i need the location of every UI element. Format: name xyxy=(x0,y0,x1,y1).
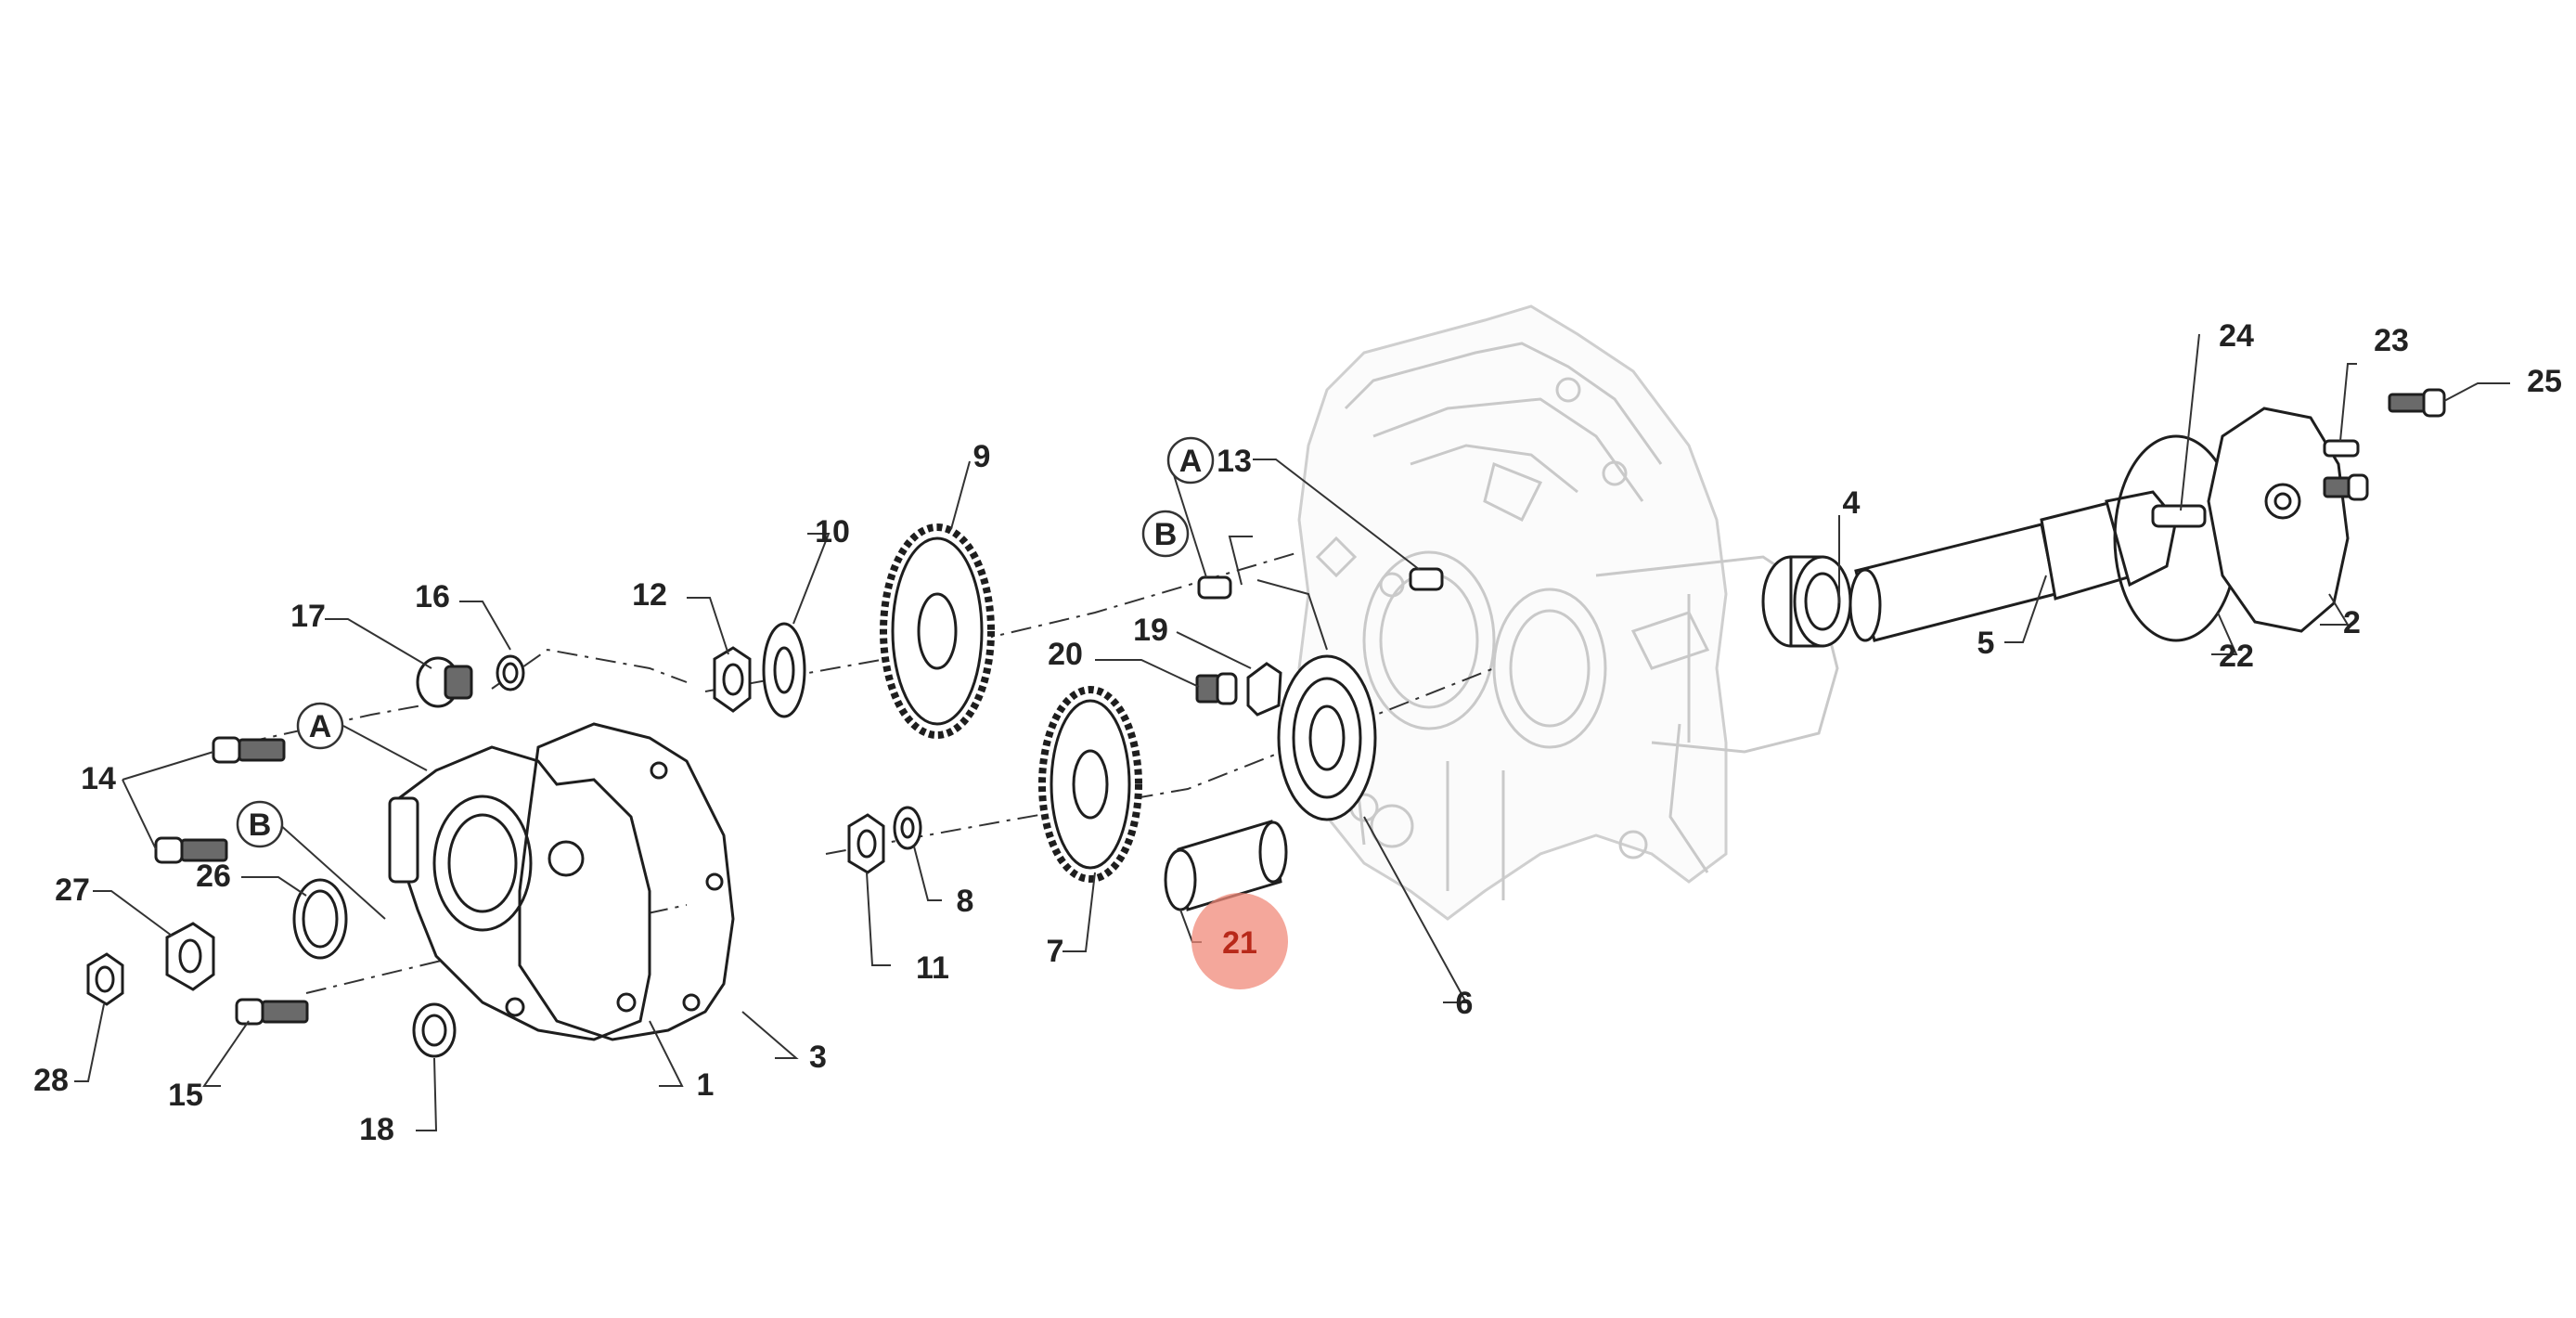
callout-19[interactable]: 19 xyxy=(1133,613,1168,648)
part-18-bushing xyxy=(412,1002,457,1058)
part-6-bearing xyxy=(1277,654,1377,821)
part-15-bolt xyxy=(235,998,309,1026)
callout-5[interactable]: 5 xyxy=(1977,626,1995,661)
callout-17[interactable]: 17 xyxy=(290,599,326,634)
callout-10[interactable]: 10 xyxy=(815,514,850,549)
part-11-nut xyxy=(847,813,885,874)
callout-15[interactable]: 15 xyxy=(168,1078,203,1113)
reference-mark-label: A xyxy=(309,709,332,744)
part-21-sleeve xyxy=(1164,820,1288,911)
callout-11[interactable]: 11 xyxy=(916,950,949,986)
callout-27[interactable]: 27 xyxy=(55,872,90,908)
part-9-gear xyxy=(880,523,995,739)
reference-mark-a-right[interactable]: A xyxy=(1166,436,1215,485)
part-14-bolts xyxy=(154,736,286,864)
part-dowel-b xyxy=(1197,575,1232,600)
reference-mark-b-right[interactable]: B xyxy=(1141,510,1190,558)
callout-16[interactable]: 16 xyxy=(415,579,450,614)
part-19-bracket xyxy=(1246,662,1282,717)
part-10-washer xyxy=(762,622,806,718)
part-17-plug xyxy=(416,656,473,708)
part-25-bolt xyxy=(2388,388,2446,418)
callout-24[interactable]: 24 xyxy=(2219,318,2254,354)
part-cover-bolt xyxy=(2323,473,2369,501)
callout-14[interactable]: 14 xyxy=(81,761,116,796)
part-27-nut xyxy=(165,922,215,991)
ghost-crankcase-housing xyxy=(1297,304,1839,921)
callout-3[interactable]: 3 xyxy=(809,1040,827,1075)
reference-mark-label: B xyxy=(249,808,272,843)
part-12-nut xyxy=(713,646,752,713)
callout-21-highlight xyxy=(1191,893,1288,989)
callout-7[interactable]: 7 xyxy=(1047,934,1064,969)
callout-13[interactable]: 13 xyxy=(1217,444,1252,479)
callout-2[interactable]: 2 xyxy=(2343,605,2361,640)
part-5-shaft xyxy=(1848,490,2178,642)
callout-20[interactable]: 20 xyxy=(1048,637,1083,672)
part-16-washer xyxy=(496,654,525,691)
callout-9[interactable]: 9 xyxy=(973,439,991,474)
part-13-dowel xyxy=(1409,567,1444,591)
callout-28[interactable]: 28 xyxy=(33,1063,69,1098)
part-8-washer xyxy=(893,806,922,850)
part-4-needle-bearing xyxy=(1761,555,1852,648)
callout-8[interactable]: 8 xyxy=(957,884,974,919)
callout-18[interactable]: 18 xyxy=(359,1112,394,1147)
part-1-side-cover xyxy=(388,745,651,1041)
leader-lines xyxy=(74,333,2510,1131)
callout-23[interactable]: 23 xyxy=(2374,323,2409,358)
part-23-stud xyxy=(2323,439,2360,458)
callout-12[interactable]: 12 xyxy=(632,577,667,613)
callout-26[interactable]: 26 xyxy=(196,859,231,894)
part-26-seal xyxy=(292,878,348,960)
part-20-bolt xyxy=(1195,672,1238,705)
callout-4[interactable]: 4 xyxy=(1843,485,1861,521)
reference-mark-label: A xyxy=(1179,444,1203,479)
callout-numbers: 1 2 3 4 5 6 7 8 9 10 11 12 13 14 15 16 1… xyxy=(33,318,2562,1147)
reference-mark-a-left[interactable]: A xyxy=(296,702,344,750)
callout-1[interactable]: 1 xyxy=(697,1067,715,1103)
callout-25[interactable]: 25 xyxy=(2527,364,2562,399)
reference-mark-b-left[interactable]: B xyxy=(236,800,284,848)
part-7-gear xyxy=(1038,686,1142,883)
part-2-cover-plate xyxy=(2207,407,2350,633)
part-28-nut xyxy=(86,952,124,1006)
callout-6[interactable]: 6 xyxy=(1456,986,1474,1021)
callout-22[interactable]: 22 xyxy=(2219,639,2254,674)
part-3-gasket xyxy=(518,722,735,1041)
part-24-pin xyxy=(2151,504,2207,528)
callout-21[interactable]: 21 xyxy=(1222,925,1257,961)
reference-mark-label: B xyxy=(1154,517,1178,552)
